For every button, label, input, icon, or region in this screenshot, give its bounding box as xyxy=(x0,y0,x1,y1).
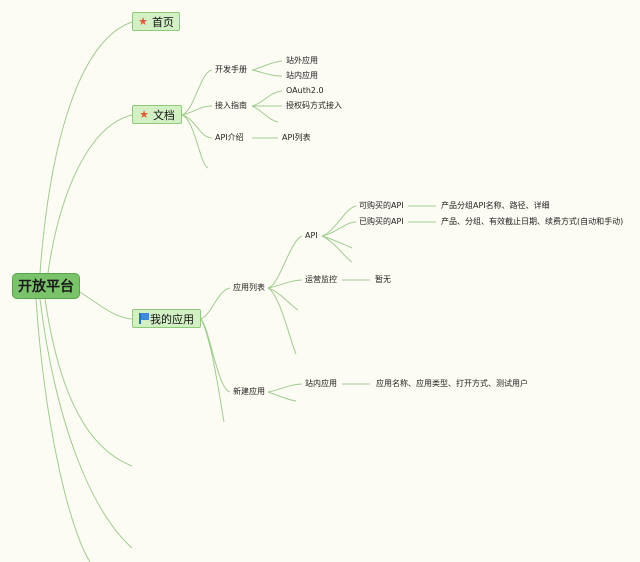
topic-docs[interactable]: ★ 文档 xyxy=(132,105,182,124)
edge-applist-empty-2 xyxy=(267,287,297,355)
node-ops-monitor[interactable]: 运营监控 xyxy=(305,275,337,284)
node-buyable-api[interactable]: 可购买的API xyxy=(359,201,404,210)
edge-dev-outside xyxy=(251,60,283,71)
edge-access-oauth xyxy=(251,90,283,107)
edge-myapps-empty xyxy=(200,318,225,423)
node-app-list[interactable]: 应用列表 xyxy=(233,283,265,292)
node-api-list[interactable]: API列表 xyxy=(282,133,311,142)
topic-myapps[interactable]: 我的应用 xyxy=(132,309,201,328)
edge-applist-monitor xyxy=(267,279,303,289)
edge-newapp-internal xyxy=(267,383,303,393)
flag-icon xyxy=(139,313,149,324)
node-new-app[interactable]: 新建应用 xyxy=(233,387,265,396)
topic-docs-label: 文档 xyxy=(152,108,175,122)
edge-root-docs xyxy=(47,114,133,274)
edge-dev-inside xyxy=(251,69,283,77)
edge-applist-empty-1 xyxy=(267,287,299,311)
edge-root-empty-3 xyxy=(35,298,91,562)
star-icon: ★ xyxy=(138,15,148,28)
node-auth-code[interactable]: 授权码方式接入 xyxy=(286,101,342,110)
node-outside-app[interactable]: 站外应用 xyxy=(286,56,318,65)
edge-api-buyable xyxy=(321,205,357,237)
node-api-intro[interactable]: API介绍 xyxy=(215,133,244,142)
topic-home[interactable]: ★ 首页 xyxy=(132,12,180,31)
edge-docs-api xyxy=(181,114,213,139)
node-dev-manual[interactable]: 开发手册 xyxy=(215,65,247,74)
node-inside-app[interactable]: 站内应用 xyxy=(286,71,318,80)
edge-root-empty-2 xyxy=(39,298,133,549)
edge-root-myapps xyxy=(79,291,133,320)
edge-api-bought xyxy=(321,221,357,237)
edge-docs-access xyxy=(181,105,213,116)
topic-home-label: 首页 xyxy=(151,15,174,29)
edge-api-empty-1 xyxy=(321,235,353,249)
edge-docs-empty xyxy=(181,114,209,169)
edge-applist-api xyxy=(267,235,303,289)
edge-root-home xyxy=(39,21,133,274)
node-access-guide[interactable]: 接入指南 xyxy=(215,101,247,110)
edge-api-empty-2 xyxy=(321,235,353,263)
node-ops-detail[interactable]: 暂无 xyxy=(375,275,391,284)
node-buyable-detail[interactable]: 产品分组API名称、路径、详细 xyxy=(441,201,550,210)
node-api[interactable]: API xyxy=(305,231,318,240)
node-internal-detail[interactable]: 应用名称、应用类型、打开方式、测试用户 xyxy=(376,379,528,388)
topic-myapps-label: 我的应用 xyxy=(150,312,194,326)
root-node[interactable]: 开放平台 xyxy=(12,273,80,299)
star-icon: ★ xyxy=(139,108,149,121)
edge-newapp-empty xyxy=(267,391,297,402)
node-internal-app[interactable]: 站内应用 xyxy=(305,379,337,388)
node-oauth[interactable]: OAuth2.0 xyxy=(286,86,324,95)
edge-myapps-applist xyxy=(200,287,231,320)
edge-root-empty-1 xyxy=(44,298,133,467)
edge-docs-devmanual xyxy=(181,69,213,116)
edge-access-empty xyxy=(251,105,279,123)
node-bought-api[interactable]: 已购买的API xyxy=(359,217,404,226)
root-label: 开放平台 xyxy=(18,279,74,295)
node-bought-detail[interactable]: 产品、分组、有效截止日期、续费方式(自动和手动) xyxy=(441,217,624,226)
